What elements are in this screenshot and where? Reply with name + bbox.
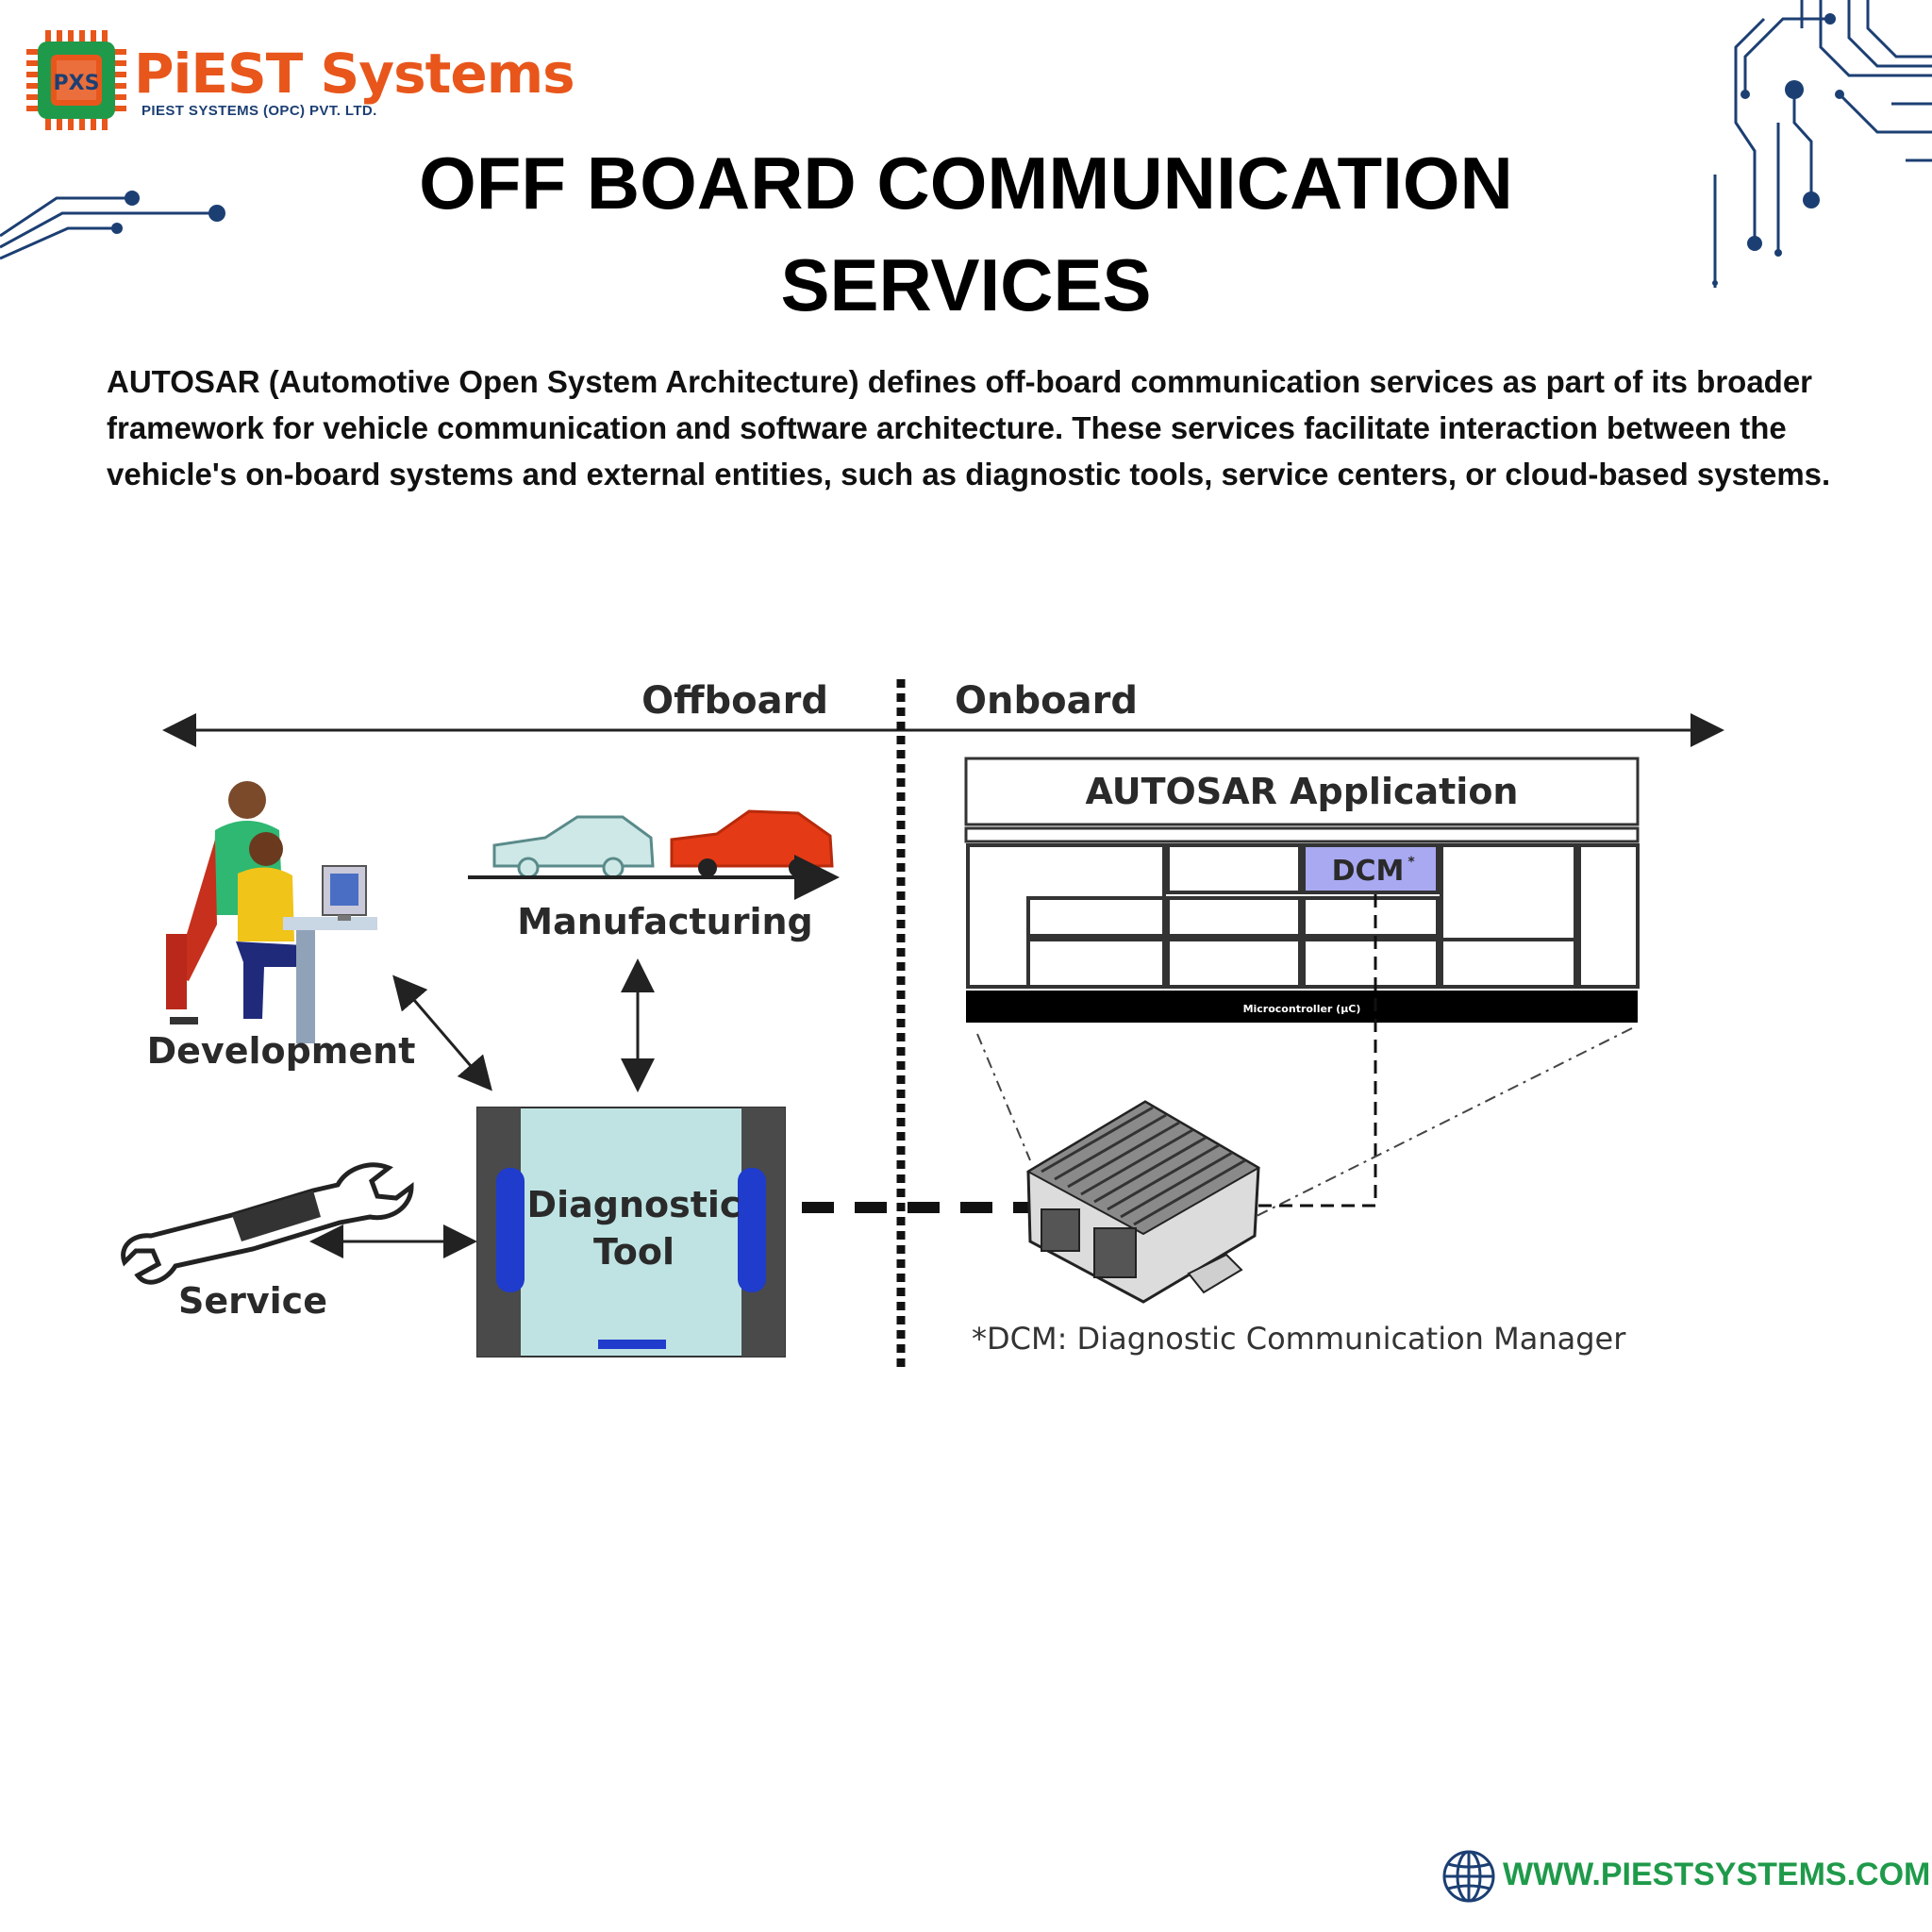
diagnostic-tool-label-line1: Diagnostic [527,1184,741,1225]
logo-text: PXS [54,72,100,95]
page-title: OFF BOARD COMMUNICATION SERVICES [283,132,1649,336]
brand-name: PiEST Systems [134,42,575,106]
development-icon [166,781,377,1043]
autosar-application-box [964,757,1640,826]
page-title-line2: SERVICES [780,243,1152,326]
wrench-icon [121,1162,414,1285]
website-url[interactable]: WWW.PIESTSYSTEMS.COM [1503,1857,1931,1892]
service-label: Service [178,1280,327,1322]
intro-paragraph: AUTOSAR (Automotive Open System Architec… [107,364,1831,491]
development-label: Development [147,1030,416,1072]
globe-icon [1442,1850,1495,1903]
offboard-label: Offboard [641,679,828,723]
diagnostic-tool [476,1107,786,1357]
autosar-stack [964,757,1640,1023]
zoom-line-right [1235,1027,1633,1227]
dcm-label: DCM [1332,855,1405,888]
dcm-footnote: *DCM: Diagnostic Communication Manager [972,1321,1626,1357]
development-tool-arrow [392,974,492,1091]
onboard-label: Onboard [955,679,1138,723]
manufacturing-cars-icon [468,809,840,900]
autosar-application-label: AUTOSAR Application [1086,771,1519,812]
ecu-icon [1025,1100,1260,1304]
manufacturing-label: Manufacturing [517,901,813,942]
dcm-footnote-mark: * [1407,855,1415,870]
page-title-line1: OFF BOARD COMMUNICATION [419,142,1513,225]
microcontroller-label: Microcontroller (µC) [1243,1003,1361,1015]
piest-logo-icon: PXS [26,30,126,130]
zoom-line-left [976,1033,1031,1161]
brand-subtitle: PIEST SYSTEMS (OPC) PVT. LTD. [142,103,377,119]
offboard-onboard-diagram: Offboard Onboard Development [121,679,1724,1368]
circuit-decoration-left [0,191,225,260]
diagnostic-tool-label-line2: Tool [593,1231,675,1273]
circuit-decoration-right [1712,0,1932,288]
dcm-ecu-connection [1241,894,1377,1208]
